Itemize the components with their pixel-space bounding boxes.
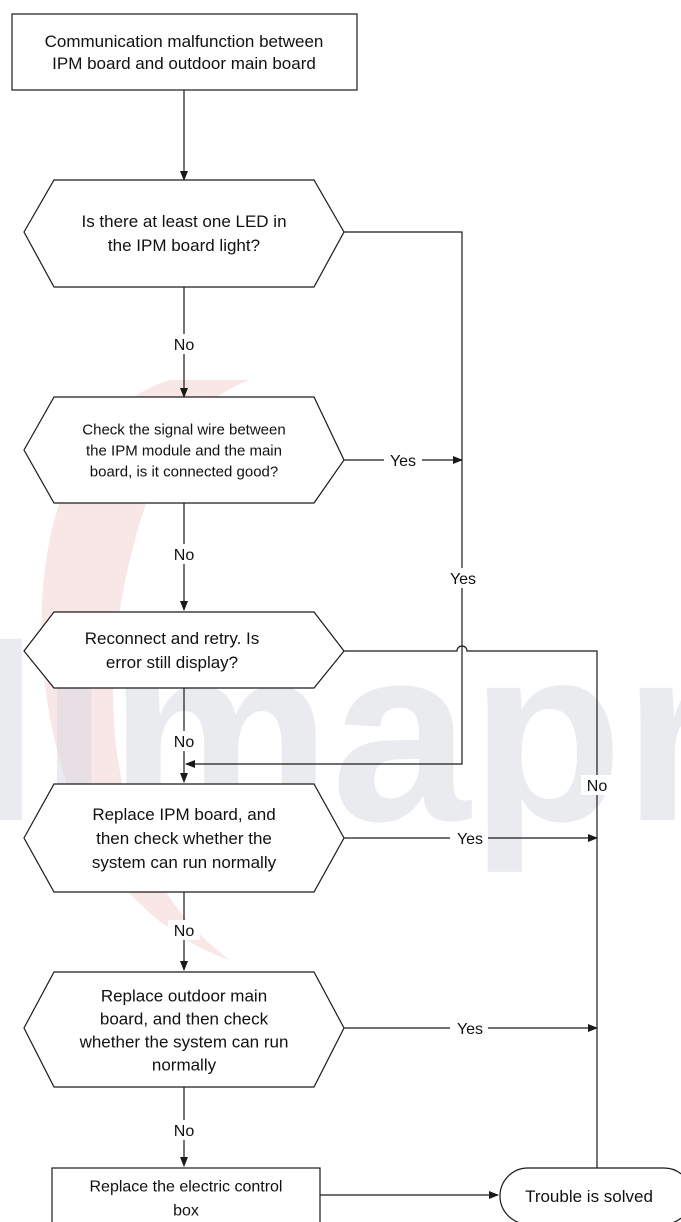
- node-text-line: whether the system can run: [79, 1032, 289, 1051]
- box-node: [51, 1167, 321, 1222]
- node-text-line: Is there at least one LED in: [81, 212, 286, 231]
- label-led-no: No: [174, 337, 195, 354]
- node-text-line: Trouble is solved: [525, 1187, 653, 1206]
- end-terminator: [499, 1167, 681, 1222]
- label-retry-no: No: [174, 734, 195, 751]
- decision-retry-text: Reconnect and retry. Is error still displ…: [85, 629, 260, 672]
- node-text-line: Replace IPM board, and: [92, 805, 275, 824]
- node-text-line: then check whether the: [96, 829, 272, 848]
- node-text-line: error still display?: [106, 653, 238, 672]
- decision-main: [23, 971, 345, 1088]
- label-led-yes: Yes: [450, 571, 476, 588]
- label-main-no: No: [174, 1123, 195, 1140]
- node-text-line: box: [173, 1203, 199, 1220]
- edge-led-yes: [185, 231, 463, 768]
- decision-wire: [23, 396, 345, 504]
- node-text-line: Replace outdoor main: [101, 986, 267, 1005]
- decision-led-text: Is there at least one LED in the IPM boar…: [81, 212, 286, 255]
- label-ipm-no: No: [174, 923, 195, 940]
- node-text-line: the IPM board light?: [108, 236, 260, 255]
- decision-main-text: Replace outdoor main board, and then chec…: [79, 986, 289, 1074]
- label-wire-yes: Yes: [390, 453, 416, 470]
- decision-wire-text: Check the signal wire between the IPM mod…: [82, 421, 285, 480]
- edge-labels: No Yes No Yes No No Yes No Yes No: [168, 334, 613, 1140]
- nodes: [11, 13, 681, 1222]
- decision-ipm-text: Replace IPM board, and then check whether…: [92, 805, 277, 872]
- node-text-line: system can run normally: [92, 853, 277, 872]
- start-box: [11, 13, 358, 91]
- node-text-line: Communication malfunction between: [45, 32, 324, 51]
- decision-ipm: [23, 783, 345, 893]
- label-retry-yes: No: [587, 778, 608, 795]
- node-text-line: IPM board and outdoor main board: [52, 54, 316, 73]
- label-ipm-yes: Yes: [457, 831, 483, 848]
- node-text-line: Reconnect and retry. Is: [85, 629, 260, 648]
- node-text-line: normally: [152, 1055, 217, 1074]
- decision-retry: [23, 611, 345, 689]
- node-text-line: board, and then check: [100, 1009, 269, 1028]
- node-text-line: Check the signal wire between: [82, 421, 285, 438]
- box-text: Replace the electric control box: [90, 1179, 283, 1220]
- node-text-line: the IPM module and the main: [86, 442, 282, 459]
- decision-led: [23, 179, 345, 288]
- end-text: Trouble is solved: [525, 1187, 653, 1206]
- node-text-line: board, is it connected good?: [90, 463, 278, 480]
- label-wire-no: No: [174, 547, 195, 564]
- label-main-yes: Yes: [457, 1021, 483, 1038]
- node-text-line: Replace the electric control: [90, 1179, 283, 1196]
- edge-retry-no-right: [344, 645, 601, 1185]
